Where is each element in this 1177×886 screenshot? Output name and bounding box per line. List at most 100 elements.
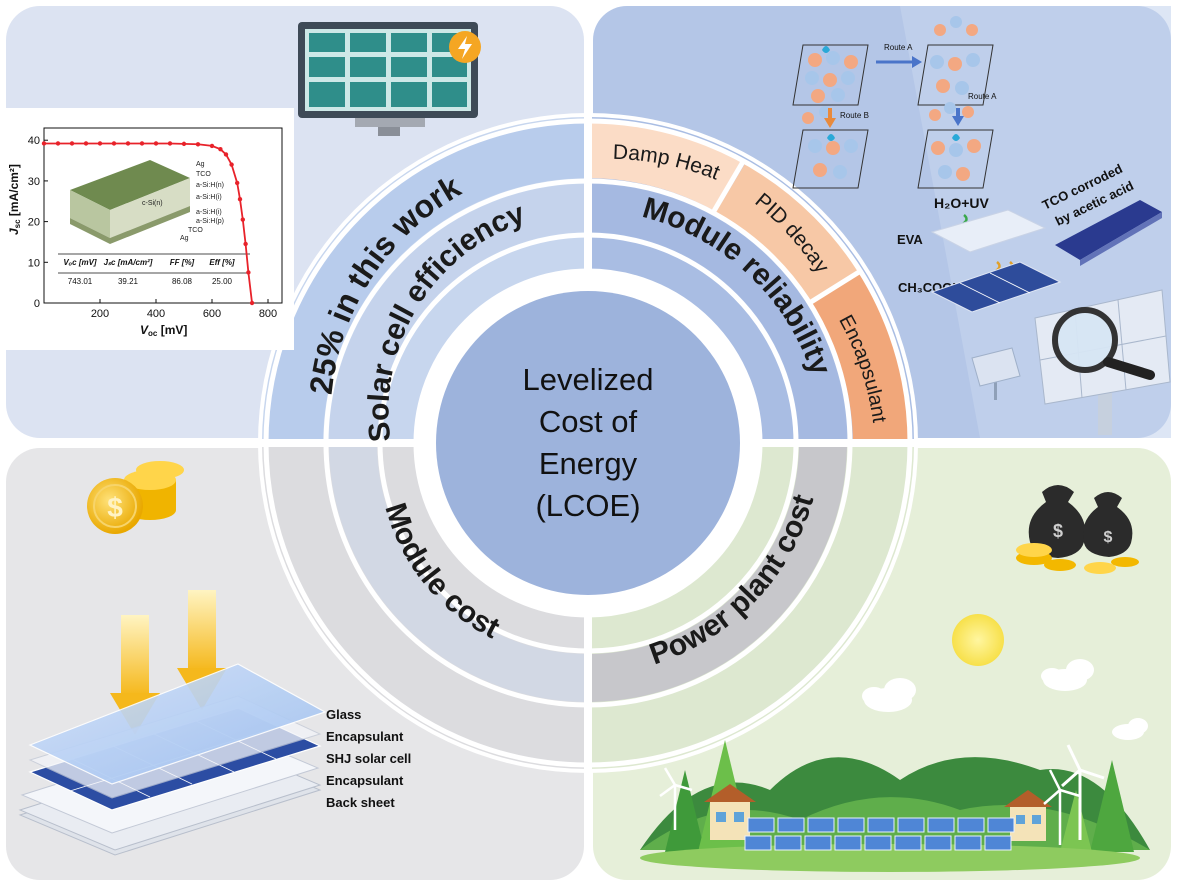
iv-data-point <box>181 141 187 147</box>
eva-sheet <box>930 209 1047 253</box>
lattice-top-left <box>792 44 869 106</box>
solar-farm-panels <box>744 817 1015 851</box>
farm-panel <box>984 835 1012 851</box>
iv-data-point <box>246 270 251 275</box>
wind-turbine-icon <box>1061 744 1105 840</box>
layer-label: Encapsulant <box>326 773 404 788</box>
farm-panel <box>837 817 865 833</box>
farm-panel <box>834 835 862 851</box>
lattice-top-right <box>917 16 994 106</box>
y-tick-label: 40 <box>28 135 40 147</box>
table-header: Vₒc [mV] <box>63 258 97 267</box>
layer-labels: Glass Encapsulant SHJ solar cell Encapsu… <box>326 707 411 810</box>
table-value: 39.21 <box>118 277 139 286</box>
center-disc <box>436 291 740 595</box>
farm-panel <box>894 835 922 851</box>
ground <box>640 844 1140 872</box>
iv-data-point <box>243 241 248 247</box>
iv-data-point <box>223 152 229 157</box>
iv-curve-line <box>44 142 253 304</box>
cloud-icon <box>1041 659 1094 691</box>
cloud-icon <box>862 678 916 712</box>
shj-cell-inset <box>70 160 190 244</box>
iv-data-point <box>240 217 245 222</box>
inset-layer-label: a-Si:H(i) <box>196 209 222 216</box>
tree-icon <box>1090 760 1134 852</box>
farm-panel <box>924 835 952 851</box>
solar-panel-icon <box>298 22 481 136</box>
layer-label: SHJ solar cell <box>326 751 411 766</box>
iv-data-point <box>69 141 75 146</box>
x-tick-label: 400 <box>147 308 165 320</box>
module-layer-stack: $ Glass Encapsulant SHJ solar cell <box>18 461 411 856</box>
table-value: 86.08 <box>172 277 193 286</box>
y-tick-label: 20 <box>28 217 40 229</box>
y-tick-label: 10 <box>28 257 40 269</box>
svg-text:$: $ <box>1104 529 1113 546</box>
center-line-2: Cost of <box>539 404 638 439</box>
y-axis-label: Jsc [mA/cm²] <box>7 164 22 235</box>
inset-layer-label: c-Si(n) <box>142 200 163 207</box>
farm-panel <box>804 835 832 851</box>
iv-data-point <box>209 143 215 149</box>
x-tick-label: 800 <box>259 308 277 320</box>
iv-data-point <box>55 141 61 146</box>
layer-label: Glass <box>326 707 361 722</box>
small-panel-icon <box>971 347 1021 400</box>
tree-icon <box>1060 790 1092 852</box>
sun-icon <box>952 614 1004 666</box>
coin-icon: $ <box>87 461 184 534</box>
tco-plate <box>1055 200 1162 260</box>
iv-data-point <box>111 141 117 146</box>
lattice-bottom-right <box>917 102 994 189</box>
inset-layer-label: TCO <box>188 227 203 234</box>
iv-data-point <box>83 141 89 146</box>
eva-label: EVA <box>897 232 923 247</box>
farm-panel <box>774 835 802 851</box>
layer-label: Back sheet <box>326 795 395 810</box>
x-tick-label: 200 <box>91 308 109 320</box>
iv-data-point <box>237 197 243 202</box>
iv-data-point <box>195 142 201 147</box>
inset-layer-label: TCO <box>196 171 211 178</box>
inset-layer-label: a-Si:H(p) <box>196 218 224 225</box>
iv-data-point <box>218 146 223 152</box>
glass-layer <box>28 663 327 785</box>
magnifier-icon <box>1052 307 1155 380</box>
svg-text:$: $ <box>1053 521 1063 541</box>
center-title: Levelized Cost of Energy (LCOE) <box>523 362 654 523</box>
farm-panel <box>987 817 1015 833</box>
inset-layer-labels: AgTCOa-Si:H(n)a-Si:H(i)c-Si(n)a-Si:H(i)a… <box>142 161 224 242</box>
svg-text:$: $ <box>107 492 123 523</box>
iv-curve-markers <box>41 141 255 306</box>
h2o-uv-label: H₂O+UV <box>934 195 990 211</box>
iv-data-point <box>167 141 173 146</box>
inset-layer-label: a-Si:H(n) <box>196 182 224 189</box>
iv-data-point <box>153 141 159 146</box>
iv-data-point <box>249 300 255 306</box>
y-tick-label: 30 <box>28 176 40 188</box>
power-plant-scene: $ $ <box>640 485 1150 872</box>
wind-turbine-icon <box>1043 769 1081 845</box>
farm-panel <box>777 817 805 833</box>
farm-panel <box>897 817 925 833</box>
house-icon <box>1004 790 1052 841</box>
farm-panel <box>957 817 985 833</box>
farm-panel <box>927 817 955 833</box>
iv-data-point <box>97 141 103 146</box>
route-a2-label: Route A <box>968 92 997 101</box>
farm-panel <box>747 817 775 833</box>
layer-label: Encapsulant <box>326 729 404 744</box>
farm-panel <box>867 817 895 833</box>
cloud-icon <box>1112 718 1148 740</box>
y-tick-label: 0 <box>34 298 40 310</box>
table-value: 25.00 <box>212 277 233 286</box>
x-axis-label: Voc [mV] <box>140 323 187 338</box>
center-line-4: (LCOE) <box>535 488 640 523</box>
route-b-label: Route B <box>840 111 869 120</box>
farm-panel <box>807 817 835 833</box>
table-header: Jₛc [mA/cm²] <box>104 258 153 267</box>
